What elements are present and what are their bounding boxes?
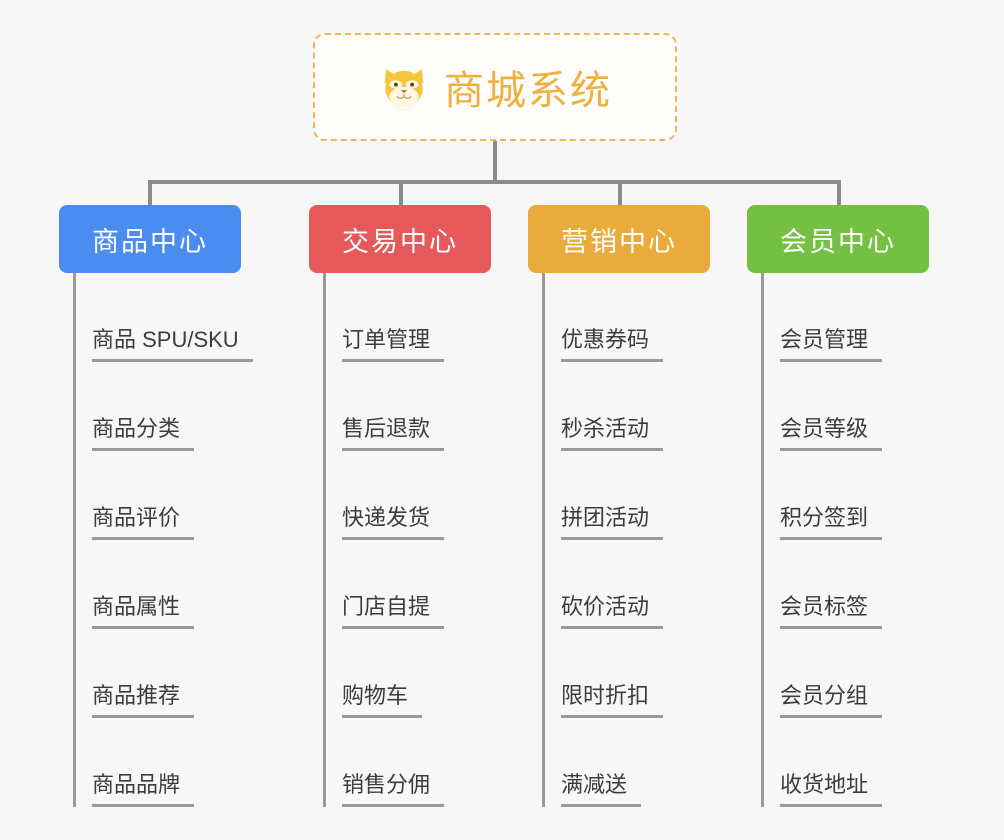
leaf-item[interactable]: 限时折扣: [545, 629, 710, 718]
category-box-2[interactable]: 营销中心: [528, 205, 710, 273]
leaf-item[interactable]: 拼团活动: [545, 451, 710, 540]
leaf-item[interactable]: 砍价活动: [545, 540, 710, 629]
connector-drop-branch-0: [148, 180, 152, 207]
leaf-list-1: 订单管理 售后退款 快递发货 门店自提 购物车 销售分佣: [323, 273, 491, 807]
leaf-label: 会员管理: [780, 327, 883, 362]
leaf-item[interactable]: 商品 SPU/SKU: [76, 273, 253, 362]
leaf-label: 收货地址: [780, 772, 883, 807]
leaf-item[interactable]: 商品属性: [76, 540, 241, 629]
leaf-item[interactable]: 会员分组: [764, 629, 929, 718]
connector-drop-branch-2: [618, 180, 622, 207]
connector-horizontal-bus: [148, 180, 840, 184]
leaf-label: 售后退款: [342, 416, 445, 451]
leaf-item[interactable]: 门店自提: [326, 540, 491, 629]
leaf-item[interactable]: 快递发货: [326, 451, 491, 540]
leaf-label: 购物车: [342, 683, 423, 718]
connector-root-stem: [493, 141, 497, 182]
leaf-label: 商品推荐: [92, 683, 195, 718]
leaf-label: 会员分组: [780, 683, 883, 718]
leaf-label: 砍价活动: [561, 594, 664, 629]
leaf-label: 拼团活动: [561, 505, 664, 540]
shiba-dog-face-icon: [378, 61, 430, 113]
leaf-item[interactable]: 商品分类: [76, 362, 241, 451]
leaf-label: 商品品牌: [92, 772, 195, 807]
leaf-label: 限时折扣: [561, 683, 664, 718]
leaf-list-2: 优惠券码 秒杀活动 拼团活动 砍价活动 限时折扣 满减送: [542, 273, 710, 807]
category-box-3[interactable]: 会员中心: [747, 205, 929, 273]
branch-column-2: 营销中心 优惠券码 秒杀活动 拼团活动 砍价活动 限时折扣 满减送: [528, 205, 710, 807]
branch-column-0: 商品中心 商品 SPU/SKU 商品分类 商品评价 商品属性 商品推荐 商品品牌: [59, 205, 253, 807]
leaf-list-3: 会员管理 会员等级 积分签到 会员标签 会员分组 收货地址: [761, 273, 929, 807]
leaf-label: 销售分佣: [342, 772, 445, 807]
branch-column-1: 交易中心 订单管理 售后退款 快递发货 门店自提 购物车 销售分佣: [309, 205, 491, 807]
leaf-label: 商品分类: [92, 416, 195, 451]
leaf-item[interactable]: 销售分佣: [326, 718, 491, 807]
leaf-label: 满减送: [561, 772, 642, 807]
leaf-item[interactable]: 订单管理: [326, 273, 491, 362]
leaf-item[interactable]: 购物车: [326, 629, 491, 718]
root-title: 商城系统: [444, 69, 612, 113]
leaf-item[interactable]: 优惠券码: [545, 273, 710, 362]
leaf-label: 优惠券码: [561, 327, 664, 362]
leaf-item[interactable]: 商品品牌: [76, 718, 241, 807]
category-label-1: 交易中心: [342, 226, 458, 257]
leaf-label: 积分签到: [780, 505, 883, 540]
leaf-item[interactable]: 积分签到: [764, 451, 929, 540]
category-box-0[interactable]: 商品中心: [59, 205, 241, 273]
leaf-item[interactable]: 商品评价: [76, 451, 241, 540]
category-label-3: 会员中心: [780, 226, 896, 257]
leaf-item[interactable]: 会员管理: [764, 273, 929, 362]
leaf-item[interactable]: 会员标签: [764, 540, 929, 629]
leaf-label: 会员等级: [780, 416, 883, 451]
root-node[interactable]: 商城系统: [313, 33, 677, 141]
category-label-0: 商品中心: [92, 226, 208, 257]
leaf-label: 会员标签: [780, 594, 883, 629]
leaf-item[interactable]: 满减送: [545, 718, 710, 807]
category-box-1[interactable]: 交易中心: [309, 205, 491, 273]
leaf-item[interactable]: 秒杀活动: [545, 362, 710, 451]
leaf-item[interactable]: 收货地址: [764, 718, 929, 807]
leaf-list-0: 商品 SPU/SKU 商品分类 商品评价 商品属性 商品推荐 商品品牌: [73, 273, 253, 807]
branch-column-3: 会员中心 会员管理 会员等级 积分签到 会员标签 会员分组 收货地址: [747, 205, 929, 807]
leaf-label: 快递发货: [342, 505, 445, 540]
leaf-label: 订单管理: [342, 327, 445, 362]
leaf-label: 门店自提: [342, 594, 445, 629]
leaf-item[interactable]: 会员等级: [764, 362, 929, 451]
leaf-label: 商品评价: [92, 505, 195, 540]
leaf-label: 秒杀活动: [561, 416, 664, 451]
leaf-item[interactable]: 商品推荐: [76, 629, 241, 718]
connector-drop-branch-1: [399, 180, 403, 207]
connector-drop-branch-3: [837, 180, 841, 207]
leaf-label: 商品属性: [92, 594, 195, 629]
category-label-2: 营销中心: [561, 226, 677, 257]
leaf-label: 商品 SPU/SKU: [92, 327, 253, 362]
leaf-item[interactable]: 售后退款: [326, 362, 491, 451]
